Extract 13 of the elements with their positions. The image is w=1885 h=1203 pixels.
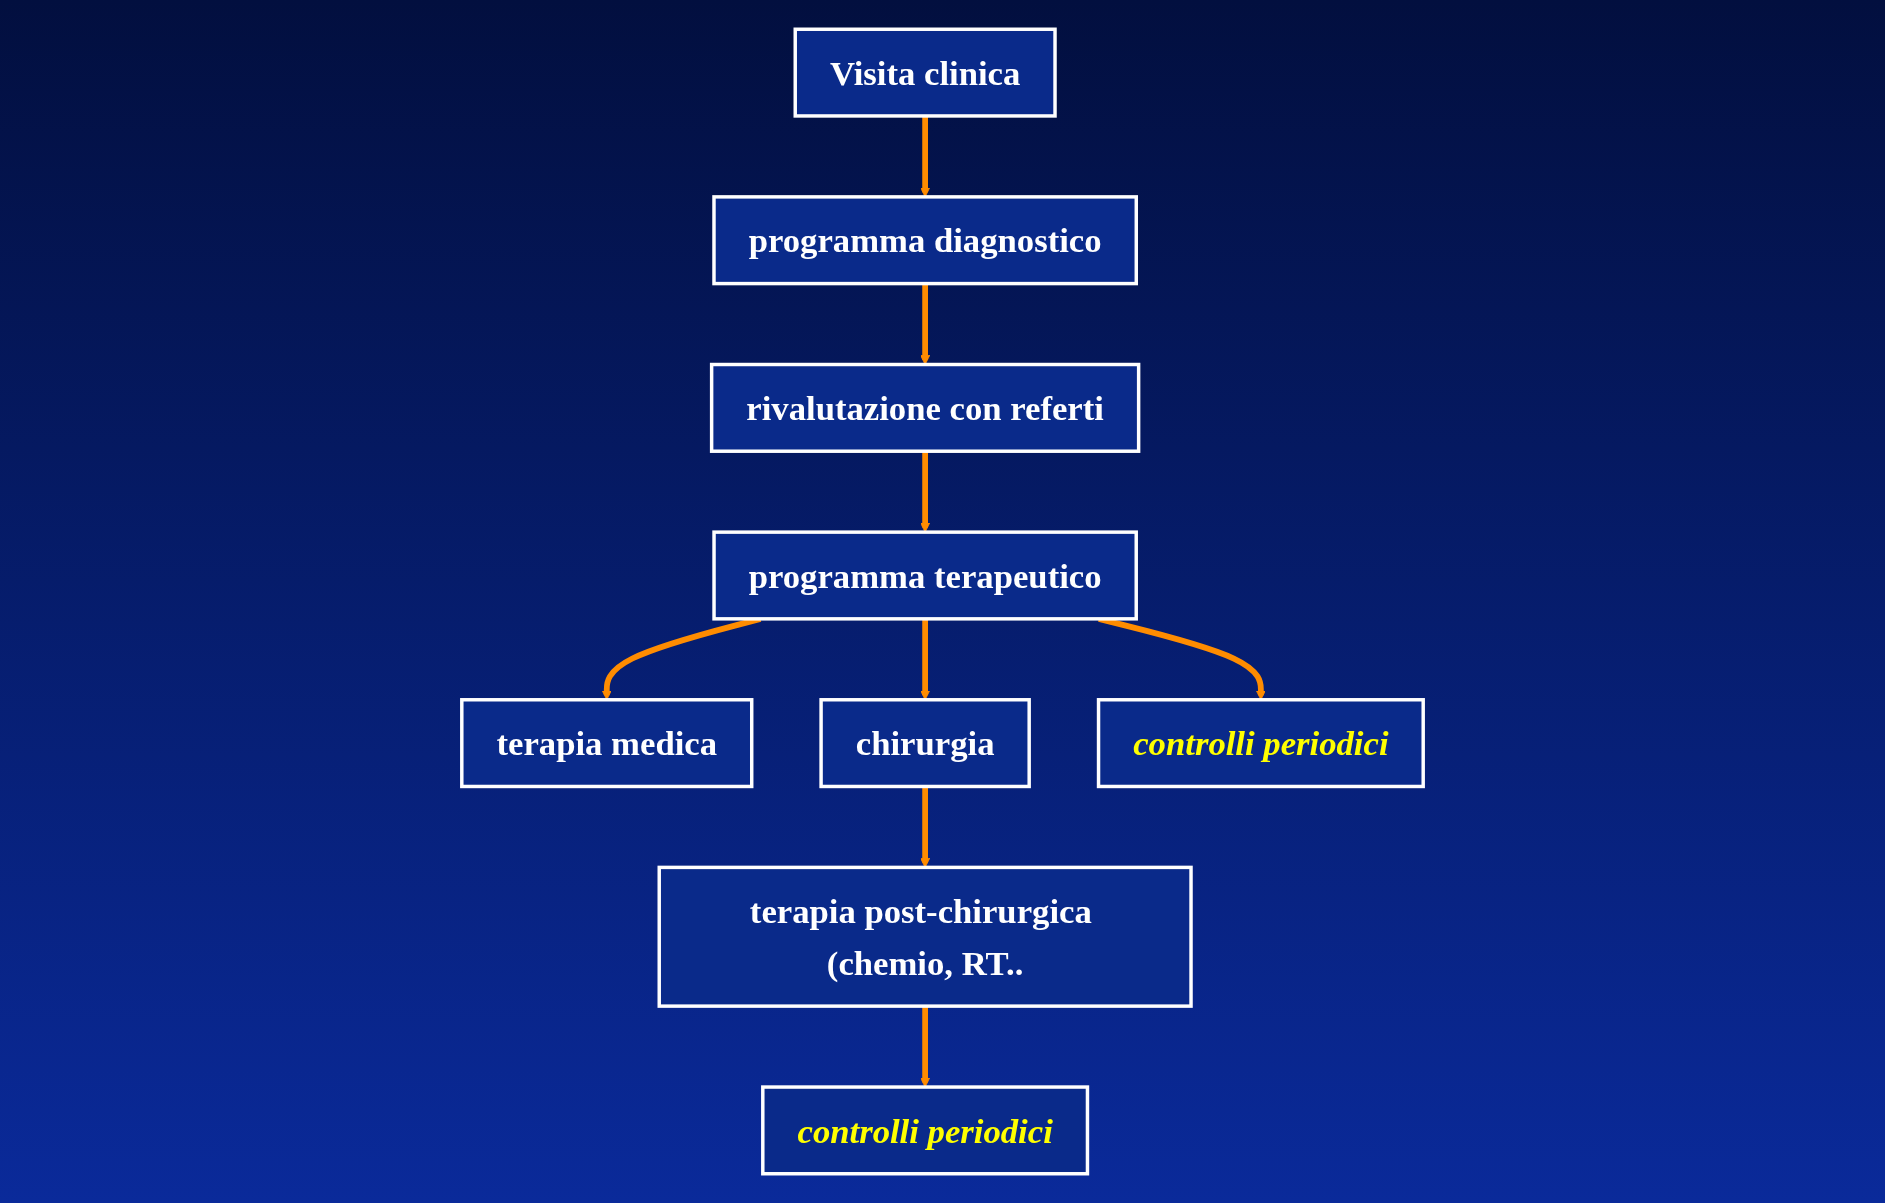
node-box: programma diagnostico xyxy=(712,195,1138,286)
node-box: terapia medica xyxy=(460,698,754,789)
node-box: programma terapeutico xyxy=(712,530,1138,621)
node-box: chirurgia xyxy=(819,698,1031,789)
node-box: Visita clinica xyxy=(793,27,1057,118)
arrow xyxy=(920,786,931,868)
node-box: controlli periodici xyxy=(761,1085,1090,1176)
arrow xyxy=(920,1006,931,1088)
node-box: rivalutazione con referti xyxy=(709,362,1141,453)
arrow xyxy=(920,451,931,533)
node-box: controlli periodici xyxy=(1096,698,1425,789)
node-box: terapia post-chirurgica (chemio, RT.. xyxy=(657,865,1193,1008)
arrow xyxy=(920,283,931,365)
